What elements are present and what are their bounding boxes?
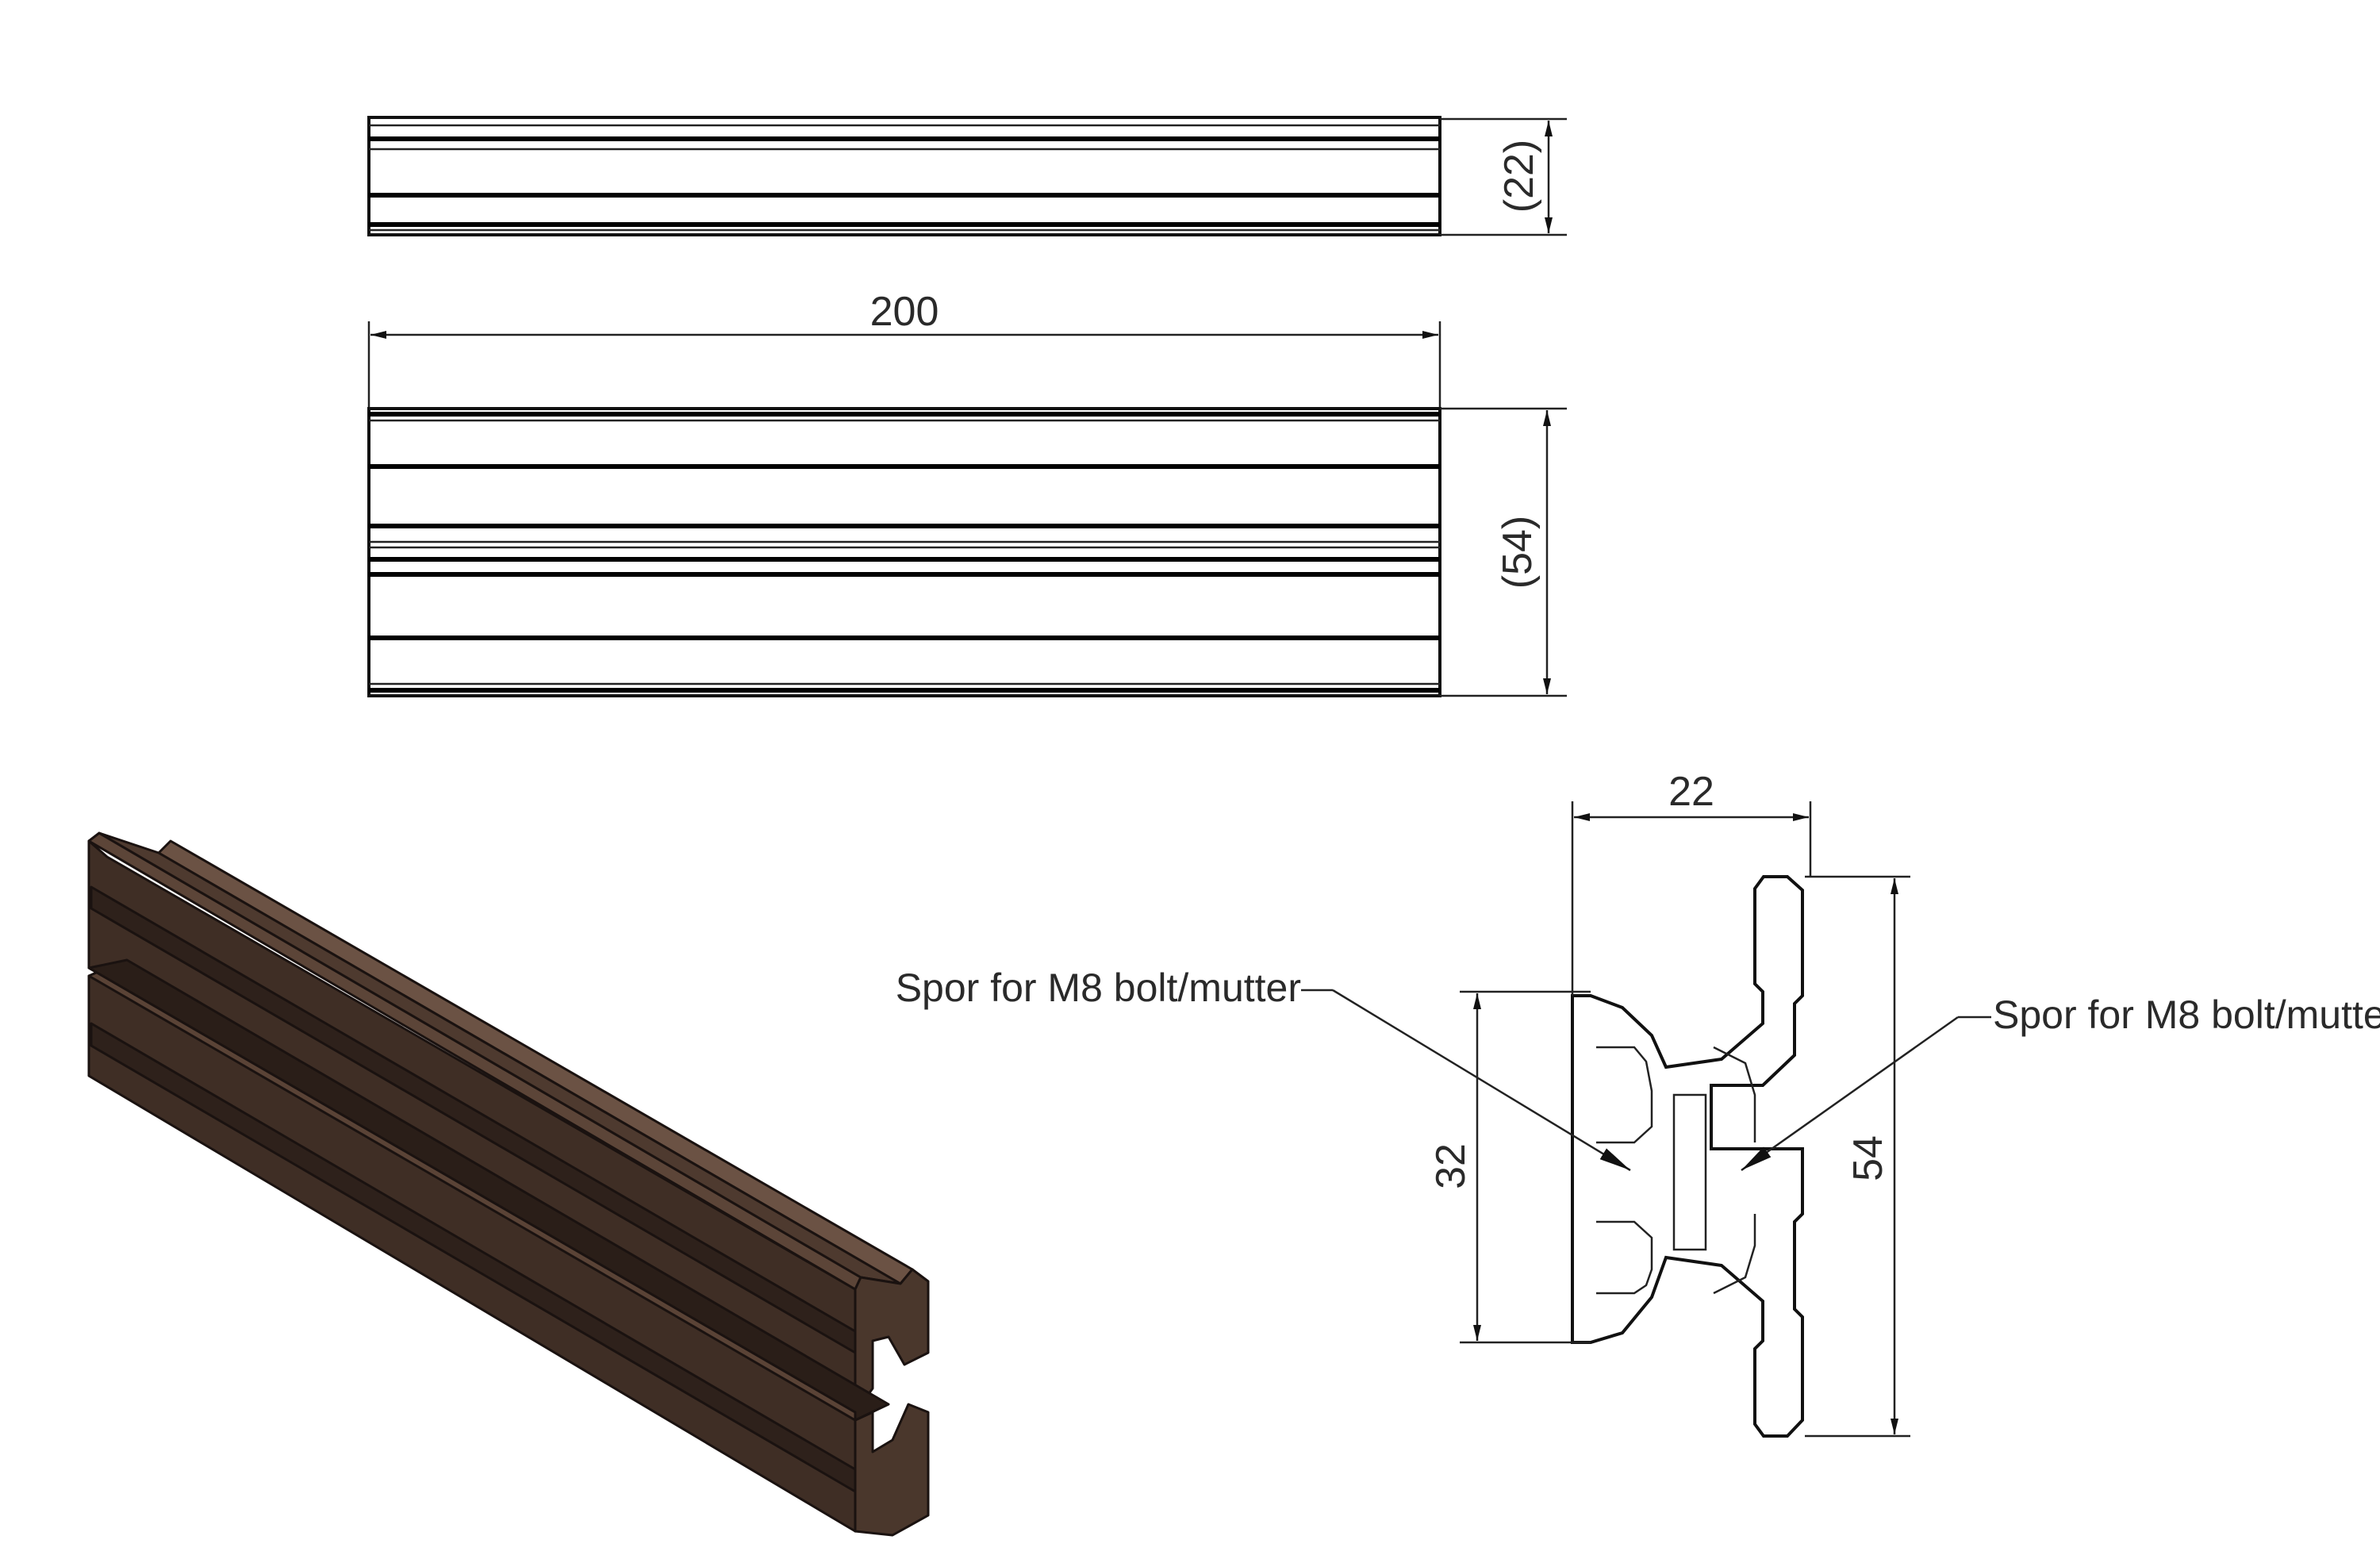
section-left-slot [1596,1046,1653,1295]
callout-left-text: Spor for M8 bolt/mutter [896,966,1301,1010]
top-view-height-dimension: (22) [1496,140,1542,213]
iso-middle-groove [87,958,890,1422]
front-view-length-dimension: 200 [870,289,939,335]
front-view-height-dimension: (54) [1495,516,1541,589]
iso-lower-end [854,1403,930,1537]
section-central-web [1672,1093,1707,1251]
section-slot-height-dimension: 32 [1428,1143,1474,1189]
top-view: (22) [367,116,1567,236]
isometric-view [87,831,930,1537]
callout-right-text: Spor for M8 bolt/mutter [1993,993,2380,1037]
section-height-dimension: 54 [1845,1135,1891,1181]
section-right-slot [1713,1046,1756,1295]
front-view: 200 (54) [367,289,1567,697]
section-view: 22 54 32 Spor for M8 bolt/mutter Spor fo… [896,769,2380,1438]
section-profile-outline [1571,875,1804,1438]
section-width-dimension: 22 [1668,769,1714,815]
